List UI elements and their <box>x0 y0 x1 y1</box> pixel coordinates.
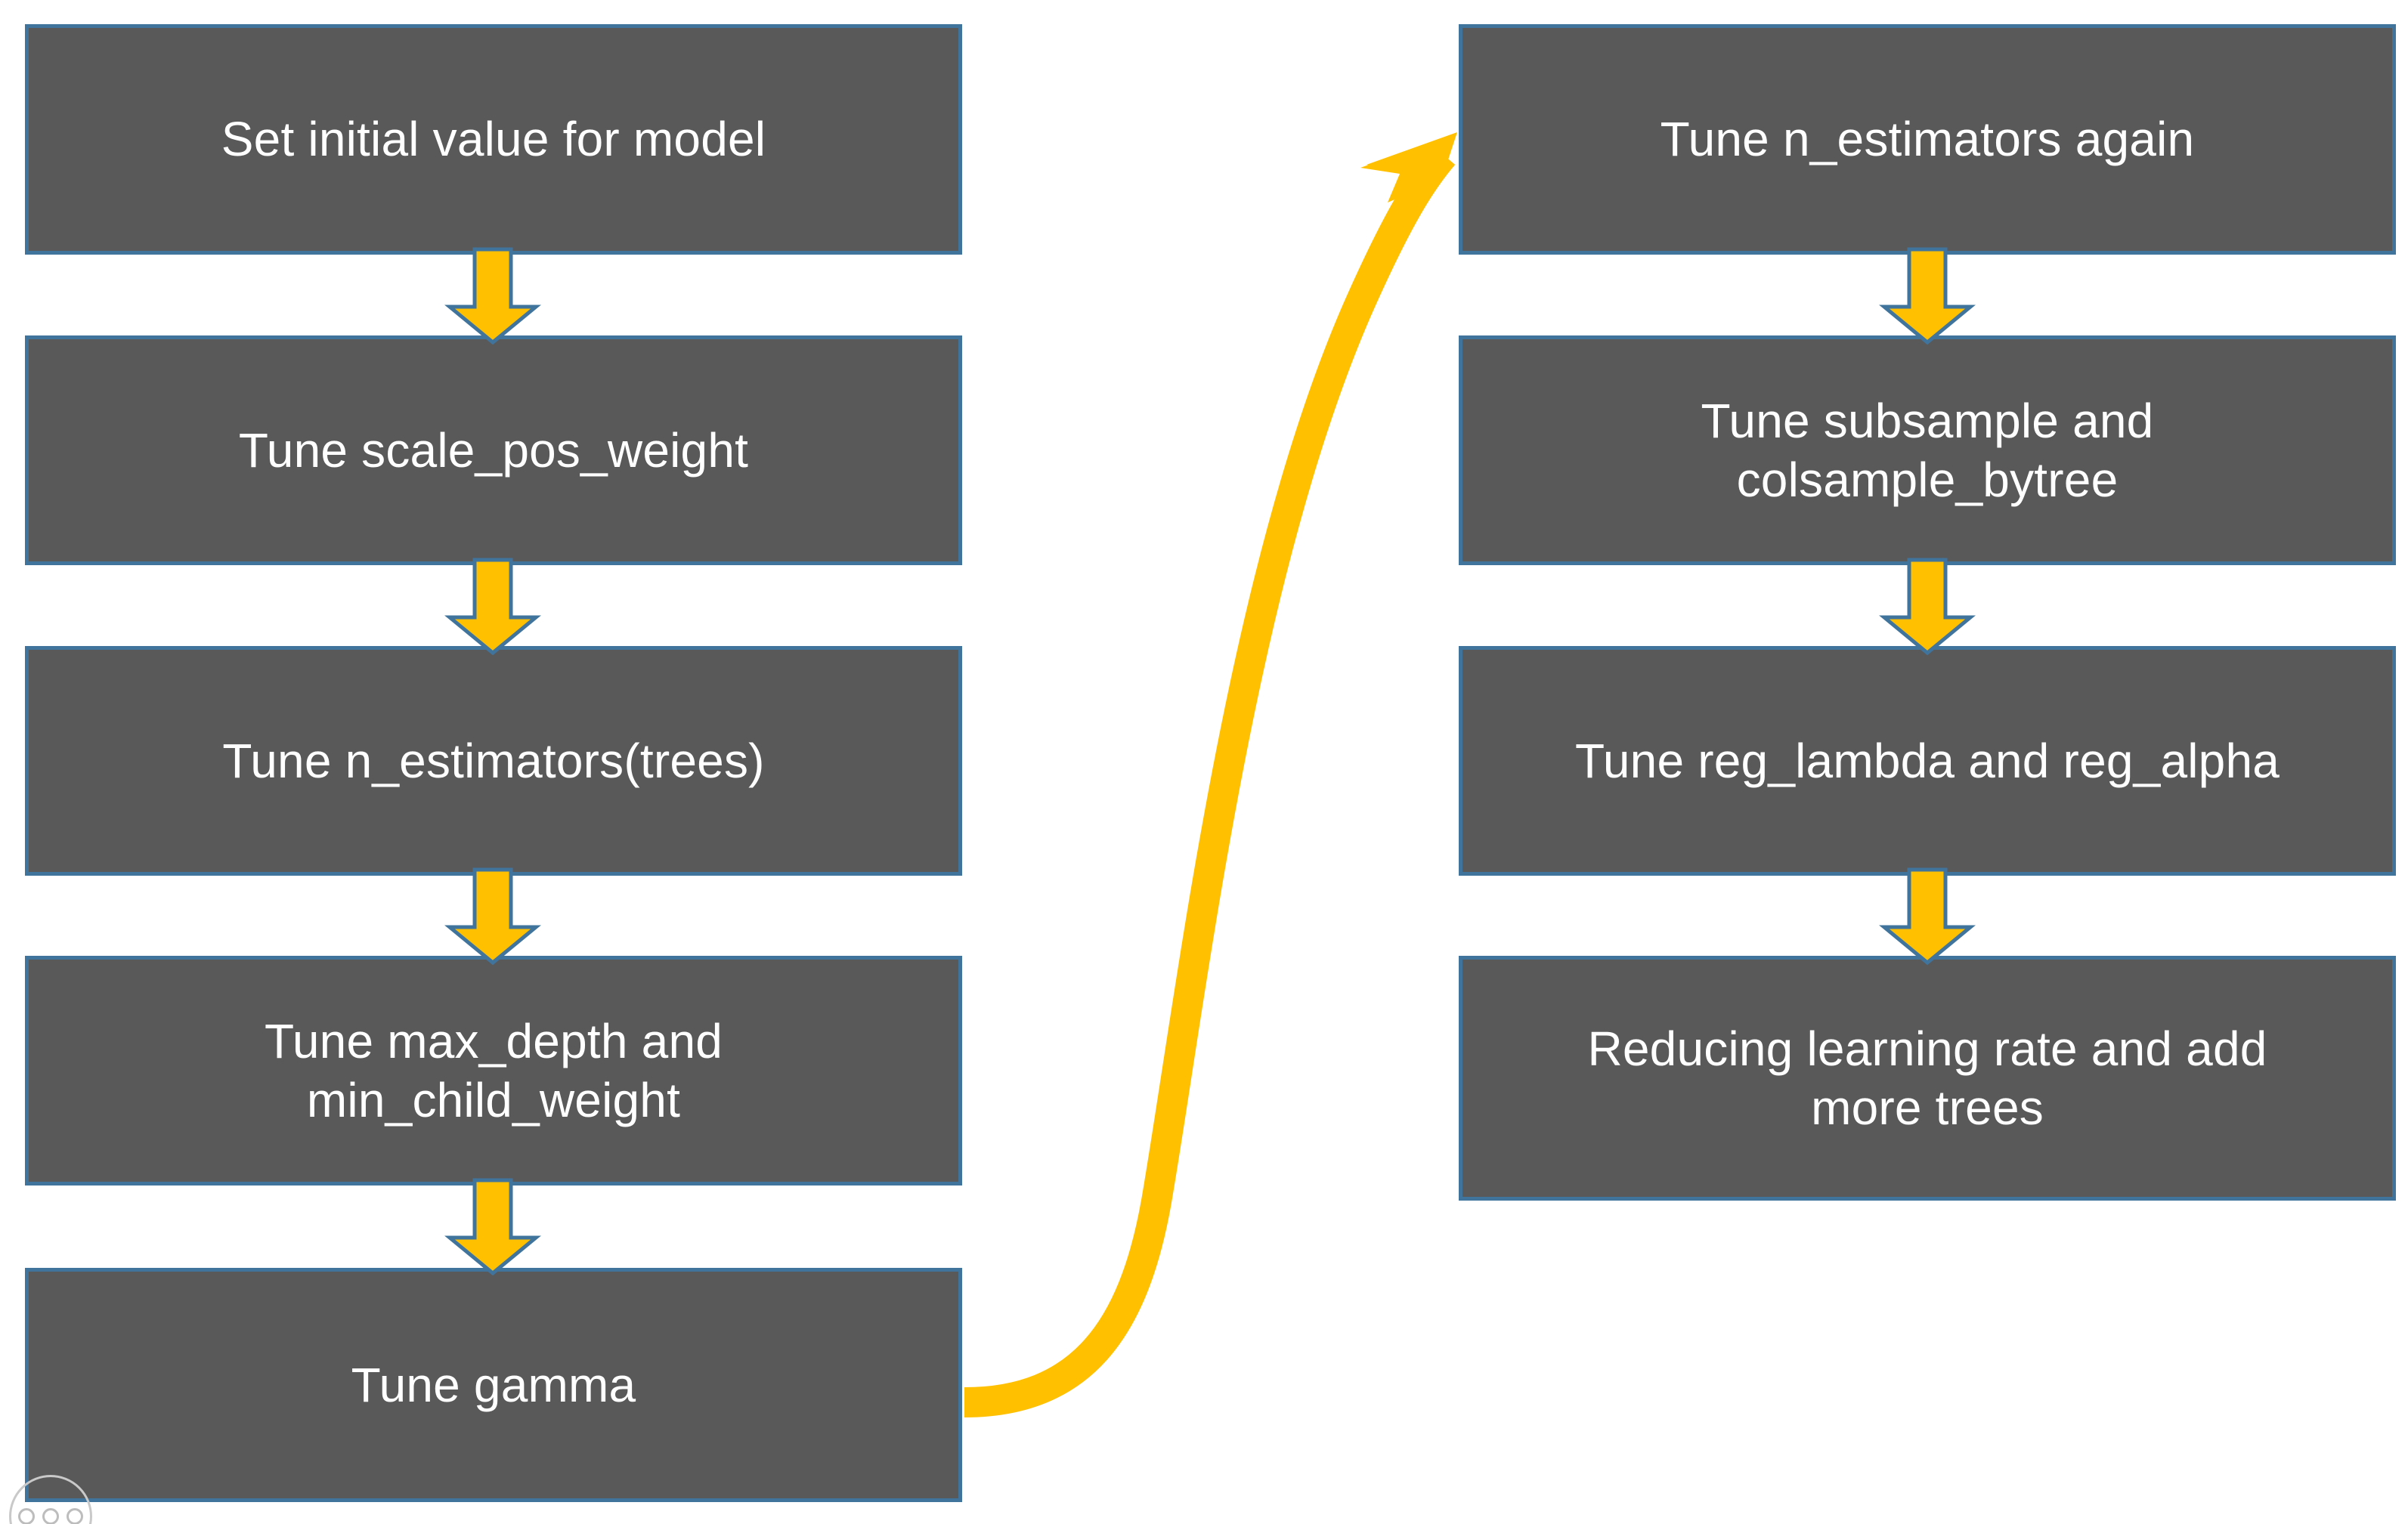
down-arrow-icon-left-3 <box>444 867 541 966</box>
flow-box-tune-scale-pos-weight[interactable]: Tune scale_pos_weight <box>25 335 962 565</box>
flow-box-tune-max-depth-min-child-weight[interactable]: Tune max_depth and min_child_weight <box>25 956 962 1186</box>
flow-box-tune-reg-lambda-reg-alpha[interactable]: Tune reg_lambda and reg_alpha <box>1459 646 2396 876</box>
down-arrow-icon-left-2 <box>444 558 541 656</box>
flow-box-tune-gamma[interactable]: Tune gamma <box>25 1268 962 1502</box>
more-dot-1 <box>18 1508 35 1524</box>
down-arrow-icon-right-2 <box>1879 558 1976 656</box>
down-arrow-icon-left-4 <box>444 1178 541 1276</box>
flow-box-reducing-learning-rate-add-more-trees[interactable]: Reducing learning rate and add more tree… <box>1459 956 2396 1201</box>
more-dot-2 <box>42 1508 59 1524</box>
down-arrow-icon-left-1 <box>444 247 541 345</box>
flow-box-set-initial-value[interactable]: Set initial value for model <box>25 24 962 255</box>
down-arrow-icon-right-3 <box>1879 867 1976 966</box>
flow-box-tune-n-estimators-again[interactable]: Tune n_estimators again <box>1459 24 2396 255</box>
flow-box-tune-n-estimators-trees[interactable]: Tune n_estimators(trees) <box>25 646 962 876</box>
down-arrow-icon-right-1 <box>1879 247 1976 345</box>
flow-box-tune-subsample-colsample-bytree[interactable]: Tune subsample and colsample_bytree <box>1459 335 2396 565</box>
more-dot-3 <box>67 1508 83 1524</box>
